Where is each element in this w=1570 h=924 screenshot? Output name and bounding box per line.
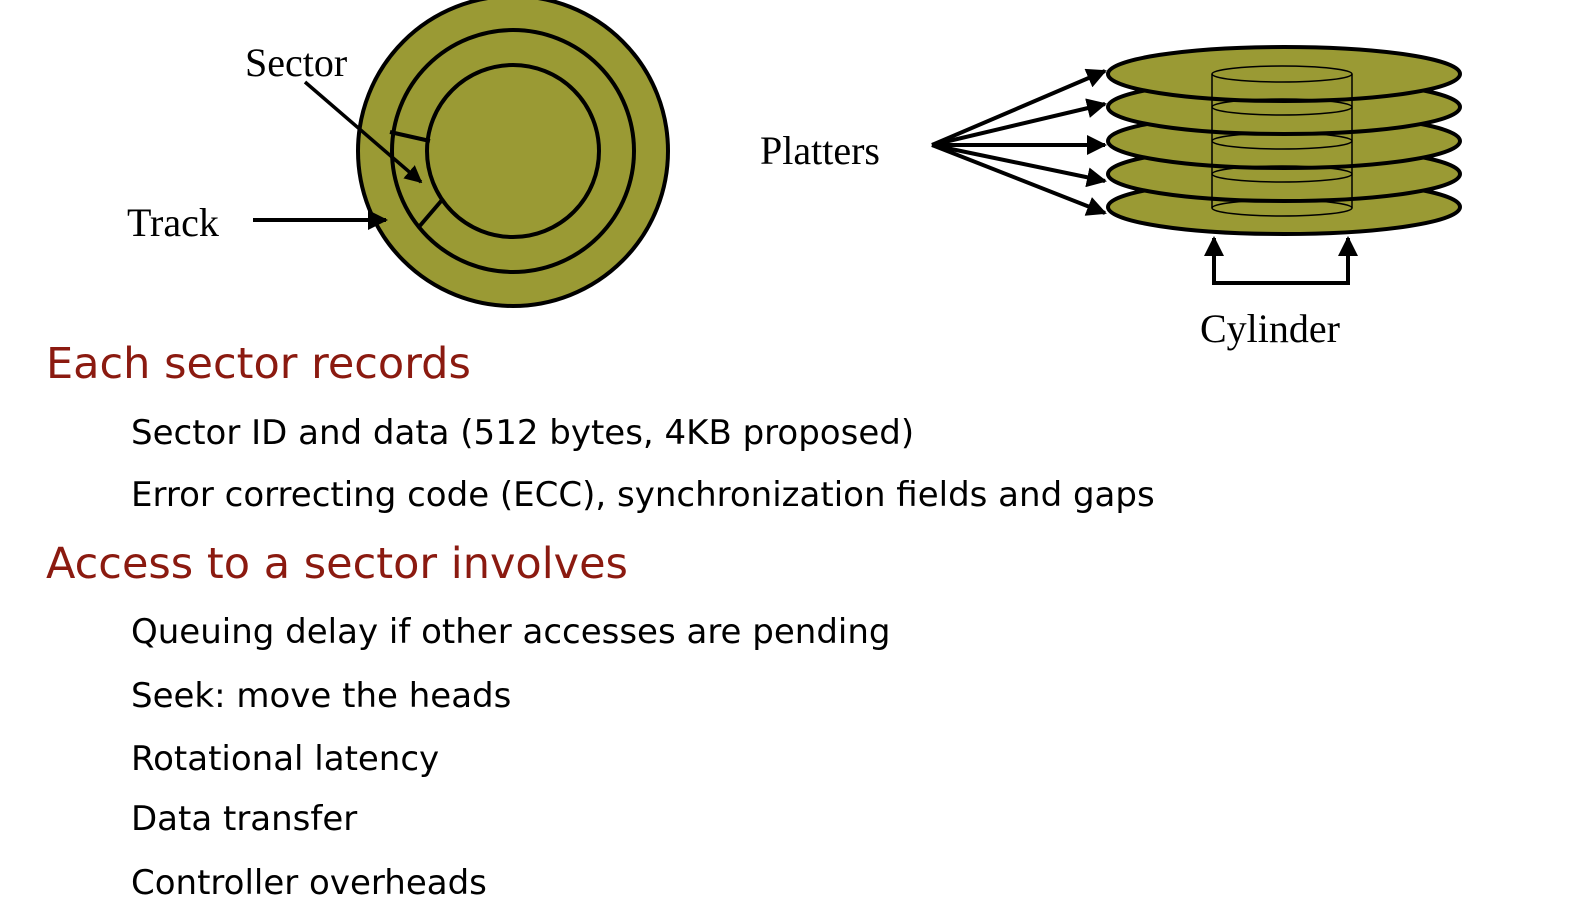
list-item: Sector ID and data (512 bytes, 4KB propo…	[131, 413, 915, 453]
cylinder-label: Cylinder	[1200, 306, 1340, 351]
list-item: Controller overheads	[131, 863, 487, 903]
platter-top-view: Sector Track	[127, 0, 670, 308]
platters-label: Platters	[760, 128, 880, 173]
cylinder-outline	[1211, 65, 1353, 217]
platter-stack: Platters Cylinder	[760, 45, 1462, 351]
list-item: Error correcting code (ECC), synchroniza…	[131, 475, 1155, 515]
heading-each-sector-records: Each sector records	[46, 339, 471, 389]
sector-boundary-upper	[389, 130, 431, 143]
list-item: Queuing delay if other accesses are pend…	[131, 612, 891, 652]
cylinder-bracket-arrow	[1204, 236, 1358, 285]
list-item: Rotational latency	[131, 739, 440, 779]
list-item: Seek: move the heads	[131, 676, 512, 716]
sector-pointer-arrow	[303, 80, 423, 184]
platter-outer-disk	[356, 0, 670, 308]
platters-pointer-arrows	[931, 68, 1107, 216]
track-label: Track	[127, 200, 219, 245]
list-item: Data transfer	[131, 799, 358, 839]
sector-boundary-lower	[416, 198, 444, 230]
sector-label: Sector	[245, 40, 347, 85]
heading-access-to-a-sector: Access to a sector involves	[46, 539, 628, 589]
platter-1	[1106, 45, 1462, 103]
track-inner-ring	[425, 63, 601, 239]
track-outer-ring	[390, 28, 636, 274]
